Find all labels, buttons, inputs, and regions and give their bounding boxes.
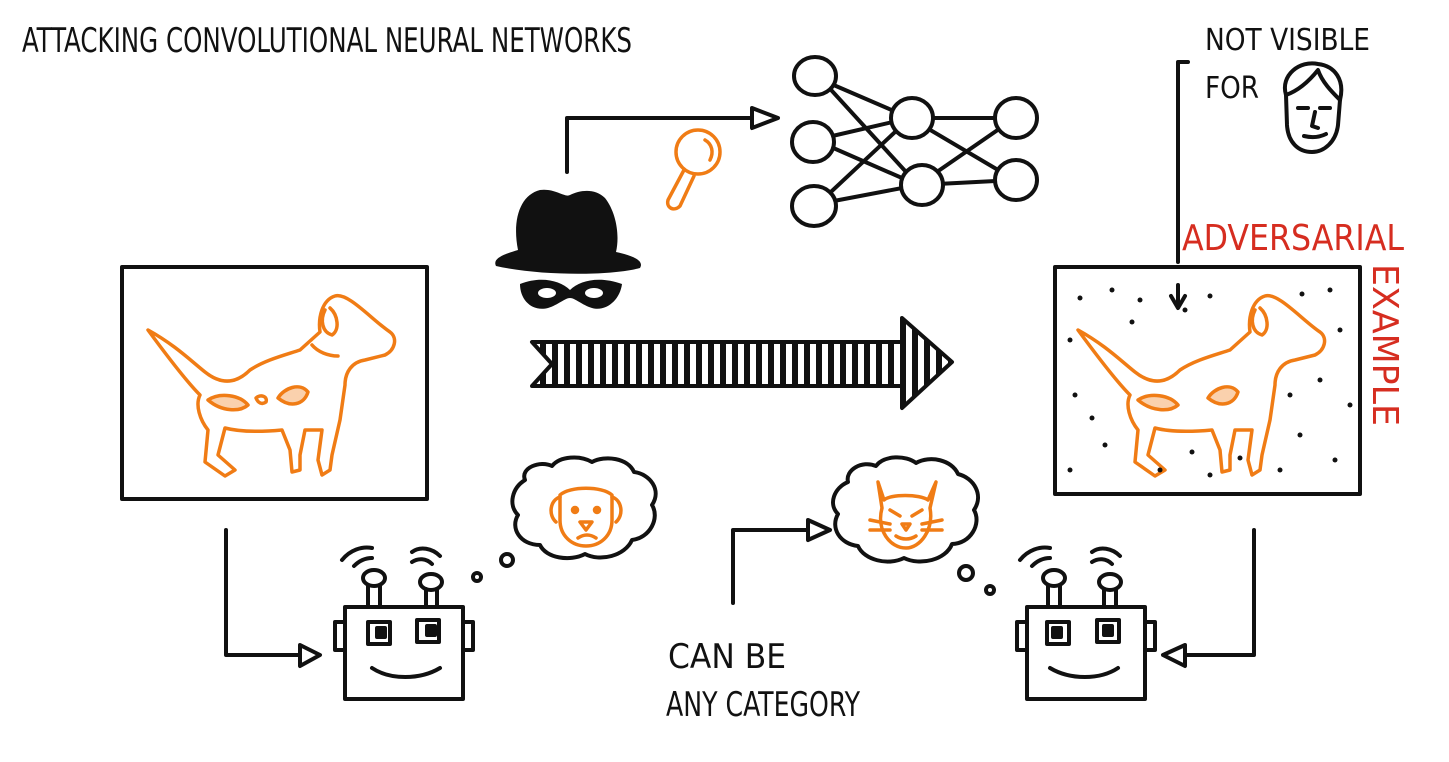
cat-face-icon bbox=[868, 480, 944, 550]
not-visible-label-line2: FOR bbox=[1205, 71, 1259, 106]
robot-icon-right bbox=[1015, 545, 1157, 701]
dog-drawing-adversarial bbox=[1076, 294, 1327, 478]
dog-thought-bubble bbox=[471, 455, 658, 583]
dog-face-icon bbox=[549, 486, 623, 548]
right-input-arrow bbox=[1161, 528, 1256, 668]
dog-drawing bbox=[146, 294, 397, 478]
original-image-frame bbox=[120, 265, 429, 501]
human-face-icon bbox=[1282, 61, 1344, 154]
robot-icon-left bbox=[333, 545, 475, 701]
adversarial-label: ADVERSARIAL bbox=[1182, 218, 1404, 259]
neural-network-icon bbox=[790, 55, 1039, 228]
inspect-arrow bbox=[565, 106, 780, 174]
left-input-arrow bbox=[224, 528, 322, 668]
example-label: EXAMPLE bbox=[1364, 264, 1405, 426]
spy-hat-mask-icon bbox=[495, 189, 641, 309]
category-label-line1: CAN BE bbox=[668, 637, 786, 677]
not-visible-connector bbox=[1169, 60, 1190, 310]
not-visible-label-line1: NOT VISIBLE bbox=[1205, 23, 1370, 58]
adversarial-noise bbox=[1067, 287, 1353, 478]
transform-arrow bbox=[530, 316, 954, 410]
magnifier-icon bbox=[665, 128, 722, 211]
category-label-line2: ANY CATEGORY bbox=[666, 685, 860, 725]
cat-thought-bubble bbox=[831, 455, 996, 596]
diagram-title: ATTACKING CONVOLUTIONAL NEURAL NETWORKS bbox=[22, 21, 632, 61]
category-pointer-arrow bbox=[731, 518, 832, 605]
adversarial-image-frame bbox=[1053, 265, 1362, 496]
